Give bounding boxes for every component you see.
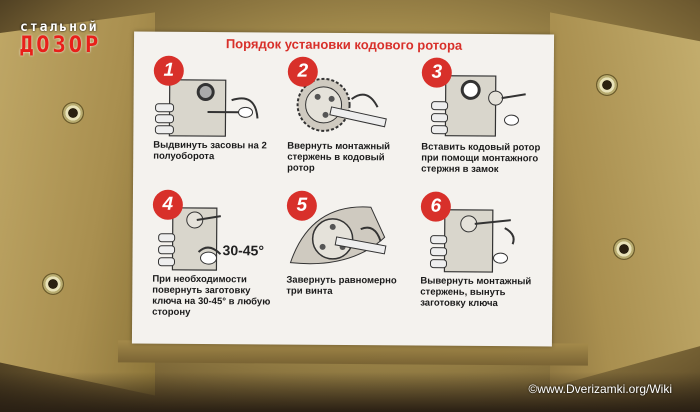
brand-logo: стальной ДОЗОР xyxy=(20,20,101,58)
step-3: 3 Вставить кодовый ротор при помощи монт… xyxy=(407,57,544,198)
step-number-badge: 2 xyxy=(287,56,318,87)
grommet-bottom-left xyxy=(42,273,64,295)
instruction-label: Порядок установки кодового ротора 1 Выдв… xyxy=(131,31,555,347)
step-caption: При необходимости повернуть заготовку кл… xyxy=(152,273,271,318)
remove-rod-illustration xyxy=(429,209,515,273)
label-title: Порядок установки кодового ротора xyxy=(225,36,463,53)
rotate-key-illustration xyxy=(157,207,222,271)
step-1: 1 Выдвинуть засовы на 2 полуоборота xyxy=(139,55,276,197)
step-number-badge: 6 xyxy=(420,191,451,222)
grommet-top-left xyxy=(62,102,84,124)
step-5: 5 Завернуть равномерно три винта xyxy=(272,190,409,332)
step-caption: Завернуть равномерно три винта xyxy=(286,274,397,297)
watermark: ©www.Dverizamki.org/Wiki xyxy=(528,382,672,396)
step-caption: Ввернуть монтажный стержень в кодовый ро… xyxy=(287,140,391,174)
step-number-badge: 1 xyxy=(153,55,184,86)
screws-illustration xyxy=(289,206,387,265)
lock-bolts-illustration xyxy=(154,79,259,137)
step-6: 6 Вывернуть монтажный стержень, вынуть з… xyxy=(406,191,543,332)
step-caption: Выдвинуть засовы на 2 полуоборота xyxy=(153,139,267,163)
box-left-flap xyxy=(0,12,155,396)
step-number-badge: 3 xyxy=(421,57,452,88)
logo-subtitle: стальной xyxy=(20,20,99,35)
bottom-shadow xyxy=(0,372,700,412)
logo-title: ДОЗОР xyxy=(20,33,102,58)
step-caption: Вывернуть монтажный стержень, вынуть заг… xyxy=(420,275,532,310)
step-caption: Вставить кодовый ротор при помощи монтаж… xyxy=(421,141,541,176)
angle-label: 30-45° xyxy=(222,242,265,259)
step-4: 30-45° 4 При необходимости повернуть заг… xyxy=(138,189,275,331)
rotor-rod-illustration xyxy=(296,77,387,132)
grommet-bottom-right xyxy=(613,238,635,260)
insert-rotor-illustration xyxy=(430,75,526,137)
step-2: 2 Ввернуть монтажный стержень в кодовый … xyxy=(273,56,410,198)
step-number-badge: 5 xyxy=(286,190,317,221)
step-number-badge: 4 xyxy=(152,189,183,220)
box-right-flap xyxy=(550,12,700,388)
grommet-top-right xyxy=(596,74,618,96)
